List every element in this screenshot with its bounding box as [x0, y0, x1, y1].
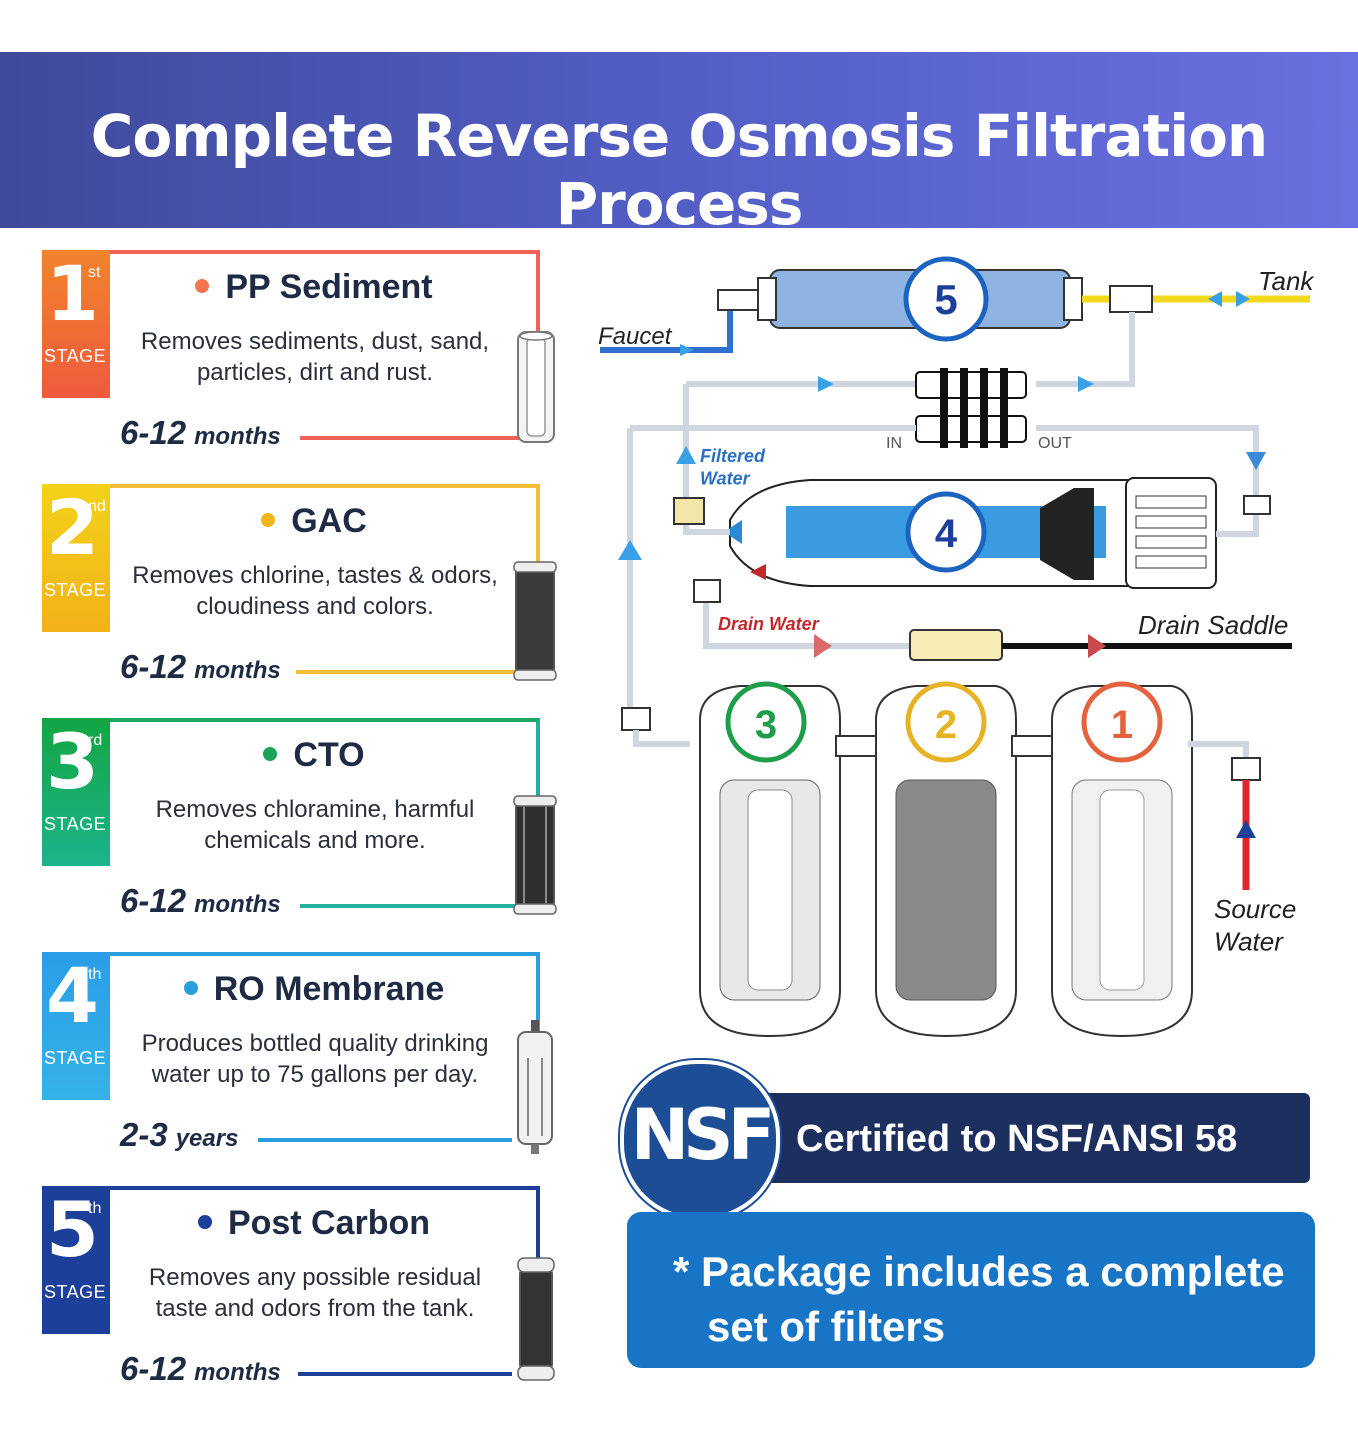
- arrow-icon: [1236, 820, 1256, 838]
- drain-saddle-label: Drain Saddle: [1138, 610, 1288, 640]
- stage-2-badge: 2 nd STAGE: [42, 484, 110, 632]
- arrow-icon: [724, 520, 742, 544]
- arrow-icon: [676, 446, 696, 464]
- filter-number-4: 4: [935, 512, 958, 556]
- drain-water-label: Drain Water: [718, 614, 820, 634]
- stage-3-badge: 3 rd STAGE: [42, 718, 110, 866]
- arrow-icon: [1208, 291, 1222, 307]
- certification-text: Certified to NSF/ANSI 58: [796, 1118, 1238, 1160]
- stage-1-card: 1 st STAGE PP Sediment Removes sediments…: [42, 250, 562, 460]
- package-note-line-2: set of filters: [707, 1303, 946, 1350]
- title-banner: Complete Reverse Osmosis Filtration Proc…: [0, 52, 1358, 238]
- stage-3-name: CTO: [134, 736, 494, 775]
- stage-5-frame: [110, 1186, 540, 1266]
- in-label: IN: [886, 435, 902, 452]
- filter-number-2: 2: [935, 703, 957, 747]
- auto-shutoff-valve: [915, 368, 1027, 448]
- arrow-icon: [1246, 452, 1266, 470]
- gac-cartridge-icon: [513, 561, 557, 681]
- faucet-label: Faucet: [598, 323, 673, 350]
- faucet-pipe: [600, 300, 733, 353]
- stage-2-description: Removes chlorine, tastes & odors, cloudi…: [132, 562, 498, 620]
- arrow-icon: [814, 634, 832, 658]
- arrow-icon: [1078, 376, 1094, 392]
- arrow-icon: [680, 344, 694, 356]
- stage-4-badge: 4 th STAGE: [42, 952, 110, 1100]
- filter-number-1: 1: [1111, 703, 1133, 747]
- stage-1-badge: 1 st STAGE: [42, 250, 110, 398]
- stage-3-card: 3 rd STAGE CTO Removes chloramine, harmf…: [42, 718, 562, 928]
- filter-number-5: 5: [934, 276, 957, 323]
- arrow-icon: [818, 376, 834, 392]
- arrow-icon: [1088, 634, 1106, 658]
- stage-4-name: RO Membrane: [134, 970, 494, 1009]
- pp-sediment-cartridge-icon: [517, 331, 555, 443]
- certification-bar: [740, 1093, 1310, 1183]
- stage-2-card: 2 nd STAGE GAC Removes chlorine, tastes …: [42, 484, 562, 694]
- stage-5-card: 5 th STAGE Post Carbon Removes any possi…: [42, 1186, 562, 1396]
- bullet-dot-icon: [261, 513, 276, 528]
- bullet-dot-icon: [197, 1215, 212, 1230]
- stage-5-name: Post Carbon: [134, 1204, 494, 1243]
- arrow-icon: [1236, 291, 1250, 307]
- post-carbon-cartridge-icon: [517, 1257, 555, 1381]
- filter-housing-3: 3: [699, 681, 841, 1038]
- stage-2-name: GAC: [134, 502, 494, 541]
- stage-1-name: PP Sediment: [134, 268, 494, 307]
- stage-5-badge: 5 th STAGE: [42, 1186, 110, 1334]
- arrow-icon: [750, 564, 766, 580]
- bullet-dot-icon: [195, 279, 210, 294]
- tank-label: Tank: [1258, 266, 1315, 296]
- package-note: * Package includes a complete set of fil…: [627, 1212, 1315, 1368]
- package-note-line-1: * Package includes a complete: [673, 1248, 1285, 1295]
- filter-housing-2: 2: [875, 681, 1017, 1038]
- stage-4-frame: [110, 952, 540, 1052]
- page-title: Complete Reverse Osmosis Filtration Proc…: [90, 102, 1268, 238]
- bullet-dot-icon: [183, 981, 198, 996]
- inline-filter-5: 5: [757, 256, 1083, 342]
- stage-1-description: Removes sediments, dust, sand, particles…: [140, 328, 490, 386]
- flow-restrictor: [909, 629, 1003, 661]
- bullet-dot-icon: [263, 747, 278, 762]
- out-label: OUT: [1038, 435, 1072, 452]
- stage-5-description: Removes any possible residual taste and …: [148, 1264, 482, 1322]
- filtration-system-diagram: 5 Faucet Tank IN OUT 4: [598, 256, 1315, 1038]
- nsf-logo-icon: NSF: [620, 1060, 780, 1220]
- arrow-icon: [618, 540, 642, 560]
- cto-cartridge-icon: [513, 795, 557, 915]
- nsf-certification: Certified to NSF/ANSI 58 NSF: [620, 1060, 1320, 1220]
- stage-4-card: 4 th STAGE RO Membrane Produces bottled …: [42, 952, 562, 1162]
- stage-4-description: Produces bottled quality drinking water …: [141, 1030, 489, 1088]
- ro-membrane-cartridge-icon: [517, 1020, 553, 1154]
- filter-number-3: 3: [755, 703, 777, 747]
- filter-housing-1: 1: [1051, 681, 1193, 1038]
- stage-3-description: Removes chloramine, harmful chemicals an…: [155, 796, 475, 854]
- ro-membrane-housing: 4: [724, 477, 1217, 589]
